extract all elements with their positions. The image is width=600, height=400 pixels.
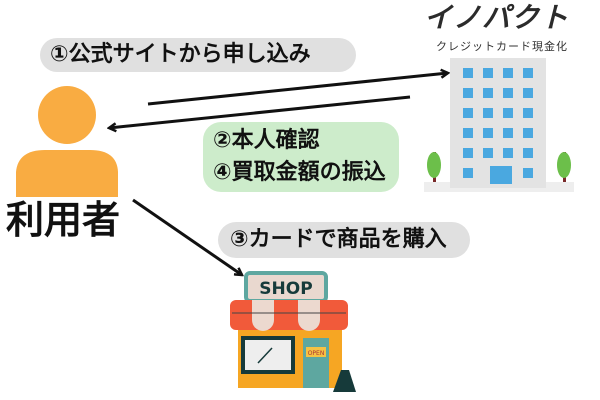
open-sign: OPEN [308,350,325,357]
shop-sign: SHOP [259,279,312,299]
company-logo: イノパクト [424,1,570,34]
building-window [523,148,533,158]
building-window [503,148,513,158]
company-subtitle: クレジットカード現金化 [436,40,568,53]
building-window [523,88,533,98]
building-window [483,88,493,98]
step2-text: ②本人確認 [213,128,320,153]
step1-text: ①公式サイトから申し込み [50,42,311,67]
step1-label: ①公式サイトから申し込み [40,38,356,72]
building-window [463,148,473,158]
person-icon [16,86,118,197]
step4-text: ④買取金額の振込 [213,160,386,185]
shop-icon: SHOP OPEN [230,271,356,392]
building-window [463,108,473,118]
building-window [503,108,513,118]
building-window [523,68,533,78]
arrow-user-to-shop [132,198,242,275]
building-window [523,108,533,118]
step2-step4-label: ②本人確認 ④買取金額の振込 [203,122,399,192]
building-window [463,168,473,178]
building-window [503,88,513,98]
building-window [463,68,473,78]
building-window [463,128,473,138]
building-window [463,88,473,98]
building-window [503,68,513,78]
office-building-icon [424,58,574,192]
step3-text: ③カードで商品を購入 [230,227,447,252]
building-window [483,148,493,158]
building-window [483,128,493,138]
building-window [483,108,493,118]
building-window [523,128,533,138]
step3-label: ③カードで商品を購入 [218,222,470,258]
building-window [483,68,493,78]
arrow-company-to-user [109,95,411,128]
arrow-user-to-company [147,73,448,106]
user-label: 利用者 [6,198,121,242]
building-window [503,128,513,138]
building-window [523,168,533,178]
